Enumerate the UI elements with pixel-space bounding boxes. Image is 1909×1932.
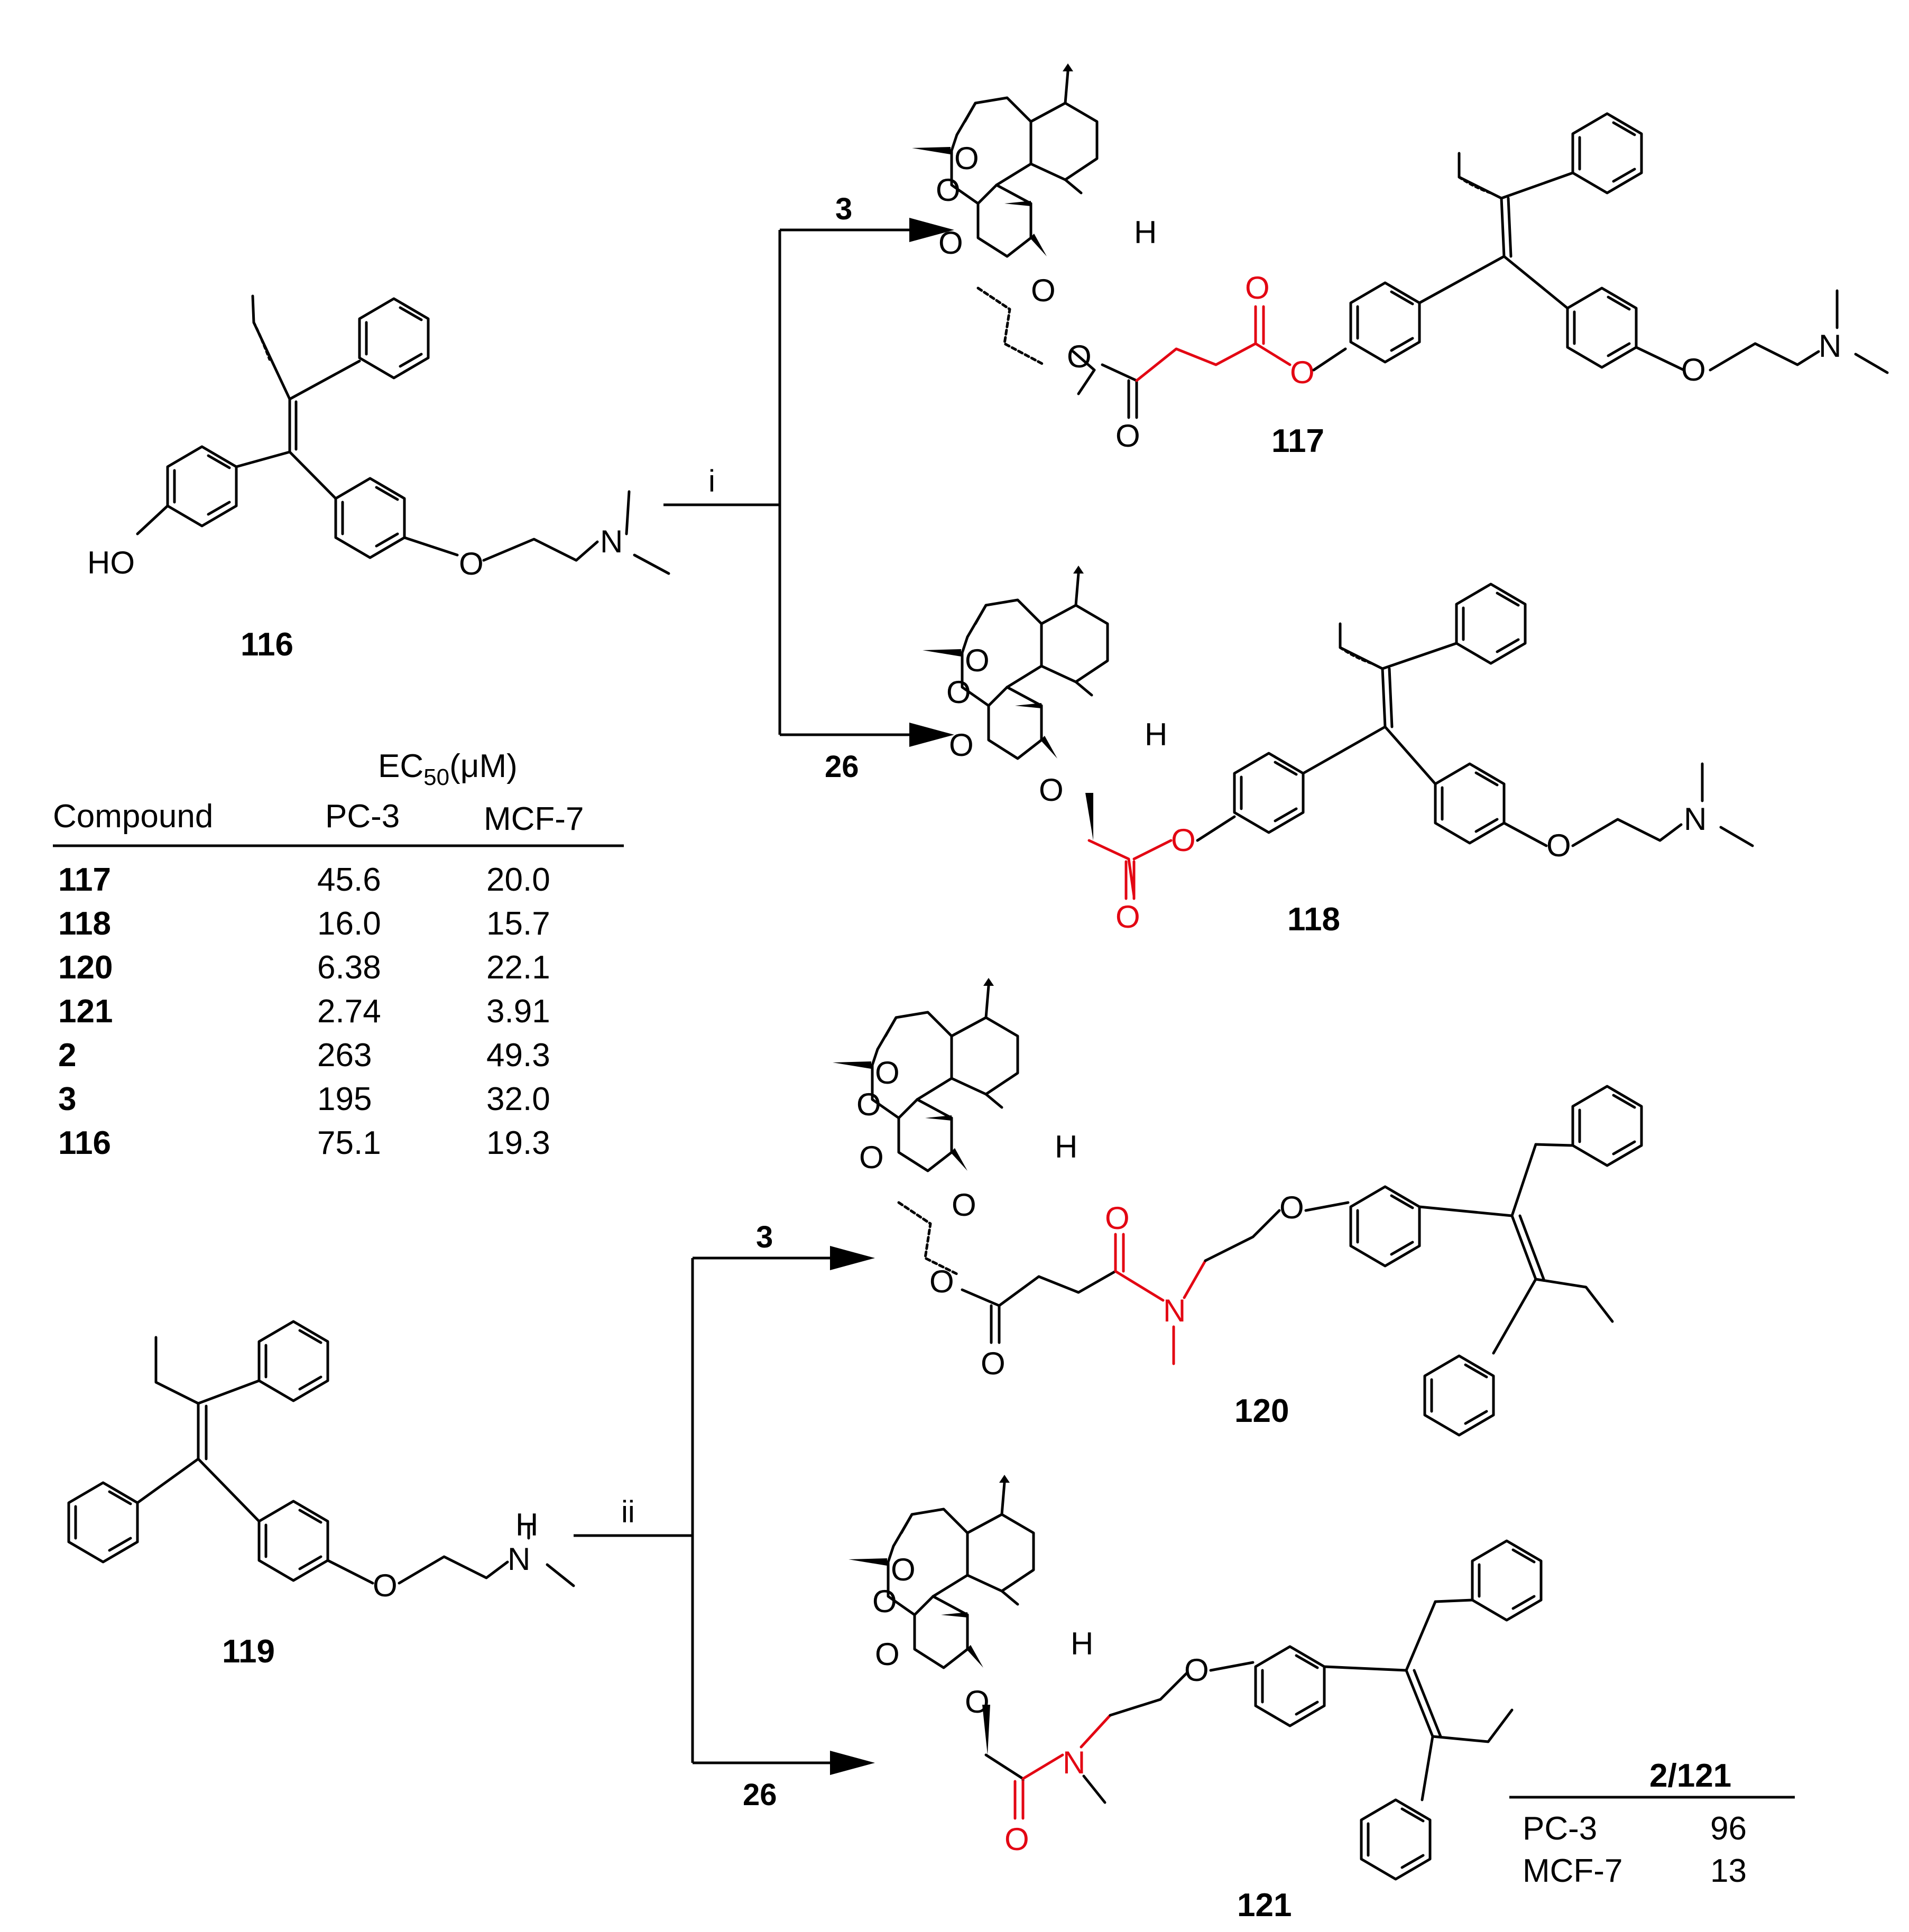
ec50-cell-mcf7: 3.91	[486, 993, 550, 1030]
structure-120: O O O O H O O O N O 120	[833, 978, 1641, 1435]
ratio-cell-value: 96	[1710, 1810, 1747, 1847]
carbonyl-o-117: O	[1115, 418, 1140, 454]
h-label-117: H	[1134, 215, 1157, 250]
ec50-cell-mcf7: 15.7	[486, 905, 550, 942]
structure-121: O O O O H O N O 121	[849, 1475, 1541, 1924]
ec50-cell-compound: 118	[58, 905, 111, 942]
ether-o-121: O	[1184, 1652, 1209, 1688]
ether-oxygen-label: O	[459, 546, 484, 581]
reagent-3-top: 3	[835, 192, 852, 226]
ec50-cell-compound: 120	[58, 949, 113, 986]
ring-o-120: O	[859, 1140, 884, 1175]
ether-o-120: O	[1279, 1190, 1304, 1225]
structure-119: O N H 119	[69, 1321, 575, 1670]
ec50-cell-mcf7: 32.0	[486, 1081, 550, 1117]
col-pc3: PC-3	[325, 798, 400, 835]
amide-o-red-120: O	[1105, 1200, 1130, 1236]
ec50-cell-pc3: 45.6	[317, 862, 381, 898]
peroxide-o1-118: O	[946, 674, 971, 710]
ec50-cell-pc3: 16.0	[317, 905, 381, 942]
compound-label-117: 117	[1271, 423, 1324, 459]
ec50-cell-mcf7: 20.0	[486, 862, 550, 898]
peroxide-o1-117: O	[936, 172, 961, 208]
amine-h-119: H	[515, 1507, 538, 1542]
ec50-cell-compound: 121	[58, 993, 113, 1030]
compound-label-120: 120	[1234, 1393, 1289, 1429]
ec50-cell-mcf7: 49.3	[486, 1037, 550, 1074]
ring-o-118: O	[949, 727, 974, 763]
ether-o-117: O	[1681, 352, 1706, 387]
ester-o-red-117: O	[1290, 355, 1315, 390]
ec50-cell-compound: 117	[58, 862, 111, 898]
ec50-cell-pc3: 195	[317, 1081, 372, 1117]
ec50-rows: 117 45.6 20.0 118 16.0 15.7 120 6.38 22.1 121 2.74…	[58, 862, 550, 1161]
reagent-step-ii: ii	[621, 1495, 635, 1529]
carbonyl-o-red-118: O	[1115, 899, 1140, 935]
ester-o-red-118: O	[1171, 822, 1196, 858]
ec50-cell-mcf7: 19.3	[486, 1125, 550, 1161]
ec50-cell-pc3: 2.74	[317, 993, 381, 1030]
reaction-ii-arrows: ii 3 26	[574, 1220, 875, 1812]
peroxide-o1-120: O	[856, 1087, 881, 1122]
peroxide-o1-121: O	[872, 1584, 897, 1619]
ratio-header: 2/121	[1649, 1758, 1731, 1794]
amide-n-red-120: N	[1163, 1293, 1186, 1328]
ester-o-120: O	[929, 1264, 954, 1299]
ec50-cell-pc3: 6.38	[317, 949, 381, 986]
ether-o-119: O	[373, 1568, 398, 1603]
peroxide-o2-117: O	[954, 141, 979, 176]
h-label-121: H	[1071, 1626, 1093, 1661]
reagent-26-bottom: 26	[743, 1778, 777, 1812]
carbonyl-o-red-117: O	[1245, 270, 1270, 306]
ratio-cell-label: MCF-7	[1523, 1853, 1622, 1889]
ec50-cell-compound: 2	[58, 1037, 76, 1074]
ratio-cell-label: PC-3	[1523, 1810, 1597, 1847]
reagent-26-top: 26	[825, 750, 859, 784]
amine-n-117: N	[1819, 328, 1841, 364]
amine-n-119: N	[508, 1541, 530, 1577]
ring-o-117: O	[938, 225, 963, 261]
reagent-step-i: i	[708, 464, 715, 498]
col-compound: Compound	[53, 798, 213, 835]
peroxide-o2-118: O	[965, 643, 990, 678]
h-label-120: H	[1055, 1129, 1077, 1164]
amide-o-red-121: O	[1004, 1822, 1029, 1857]
reaction-i-arrows: i 3 26	[663, 192, 954, 784]
ether-o-118: O	[1546, 828, 1571, 863]
compound-label-119: 119	[222, 1633, 275, 1670]
ring-o2-118: O	[1039, 772, 1064, 808]
amine-n-118: N	[1684, 801, 1707, 837]
ec50-cell-mcf7: 22.1	[486, 949, 550, 986]
ratio-cell-value: 13	[1710, 1853, 1747, 1889]
peroxide-o2-121: O	[891, 1552, 916, 1587]
carbonyl-o-120: O	[981, 1346, 1006, 1381]
h-label-118: H	[1145, 717, 1167, 752]
amine-nitrogen-label: N	[600, 524, 623, 559]
ec50-cell-compound: 116	[58, 1125, 111, 1161]
ring-o2-120: O	[952, 1187, 976, 1223]
compound-label-121: 121	[1237, 1887, 1292, 1924]
ec50-cell-compound: 3	[58, 1081, 76, 1117]
structure-118: O O O O H O O O N 118	[923, 566, 1754, 938]
ec50-cell-pc3: 75.1	[317, 1125, 381, 1161]
compound-label-118: 118	[1287, 901, 1340, 938]
structure-117: O O O O H O O O O O N 117	[912, 63, 1889, 459]
amide-n-red-121: N	[1063, 1745, 1085, 1780]
ec50-header: EC50(μM)	[378, 748, 518, 790]
structure-116: HO O N 116	[87, 294, 670, 663]
ec50-table: EC50(μM) Compound PC-3 MCF-7 117 45.6 20.0…	[53, 748, 624, 1161]
hydroxyl-label: HO	[87, 545, 135, 580]
ec50-cell-pc3: 263	[317, 1037, 372, 1074]
peroxide-o2-120: O	[875, 1055, 900, 1090]
ring-o2-117: O	[1031, 273, 1056, 308]
reagent-3-bottom: 3	[756, 1220, 773, 1254]
col-mcf7: MCF-7	[484, 801, 584, 837]
ring-o-121: O	[875, 1637, 900, 1672]
compound-label-116: 116	[241, 626, 293, 663]
ester-o-117: O	[1067, 339, 1092, 374]
